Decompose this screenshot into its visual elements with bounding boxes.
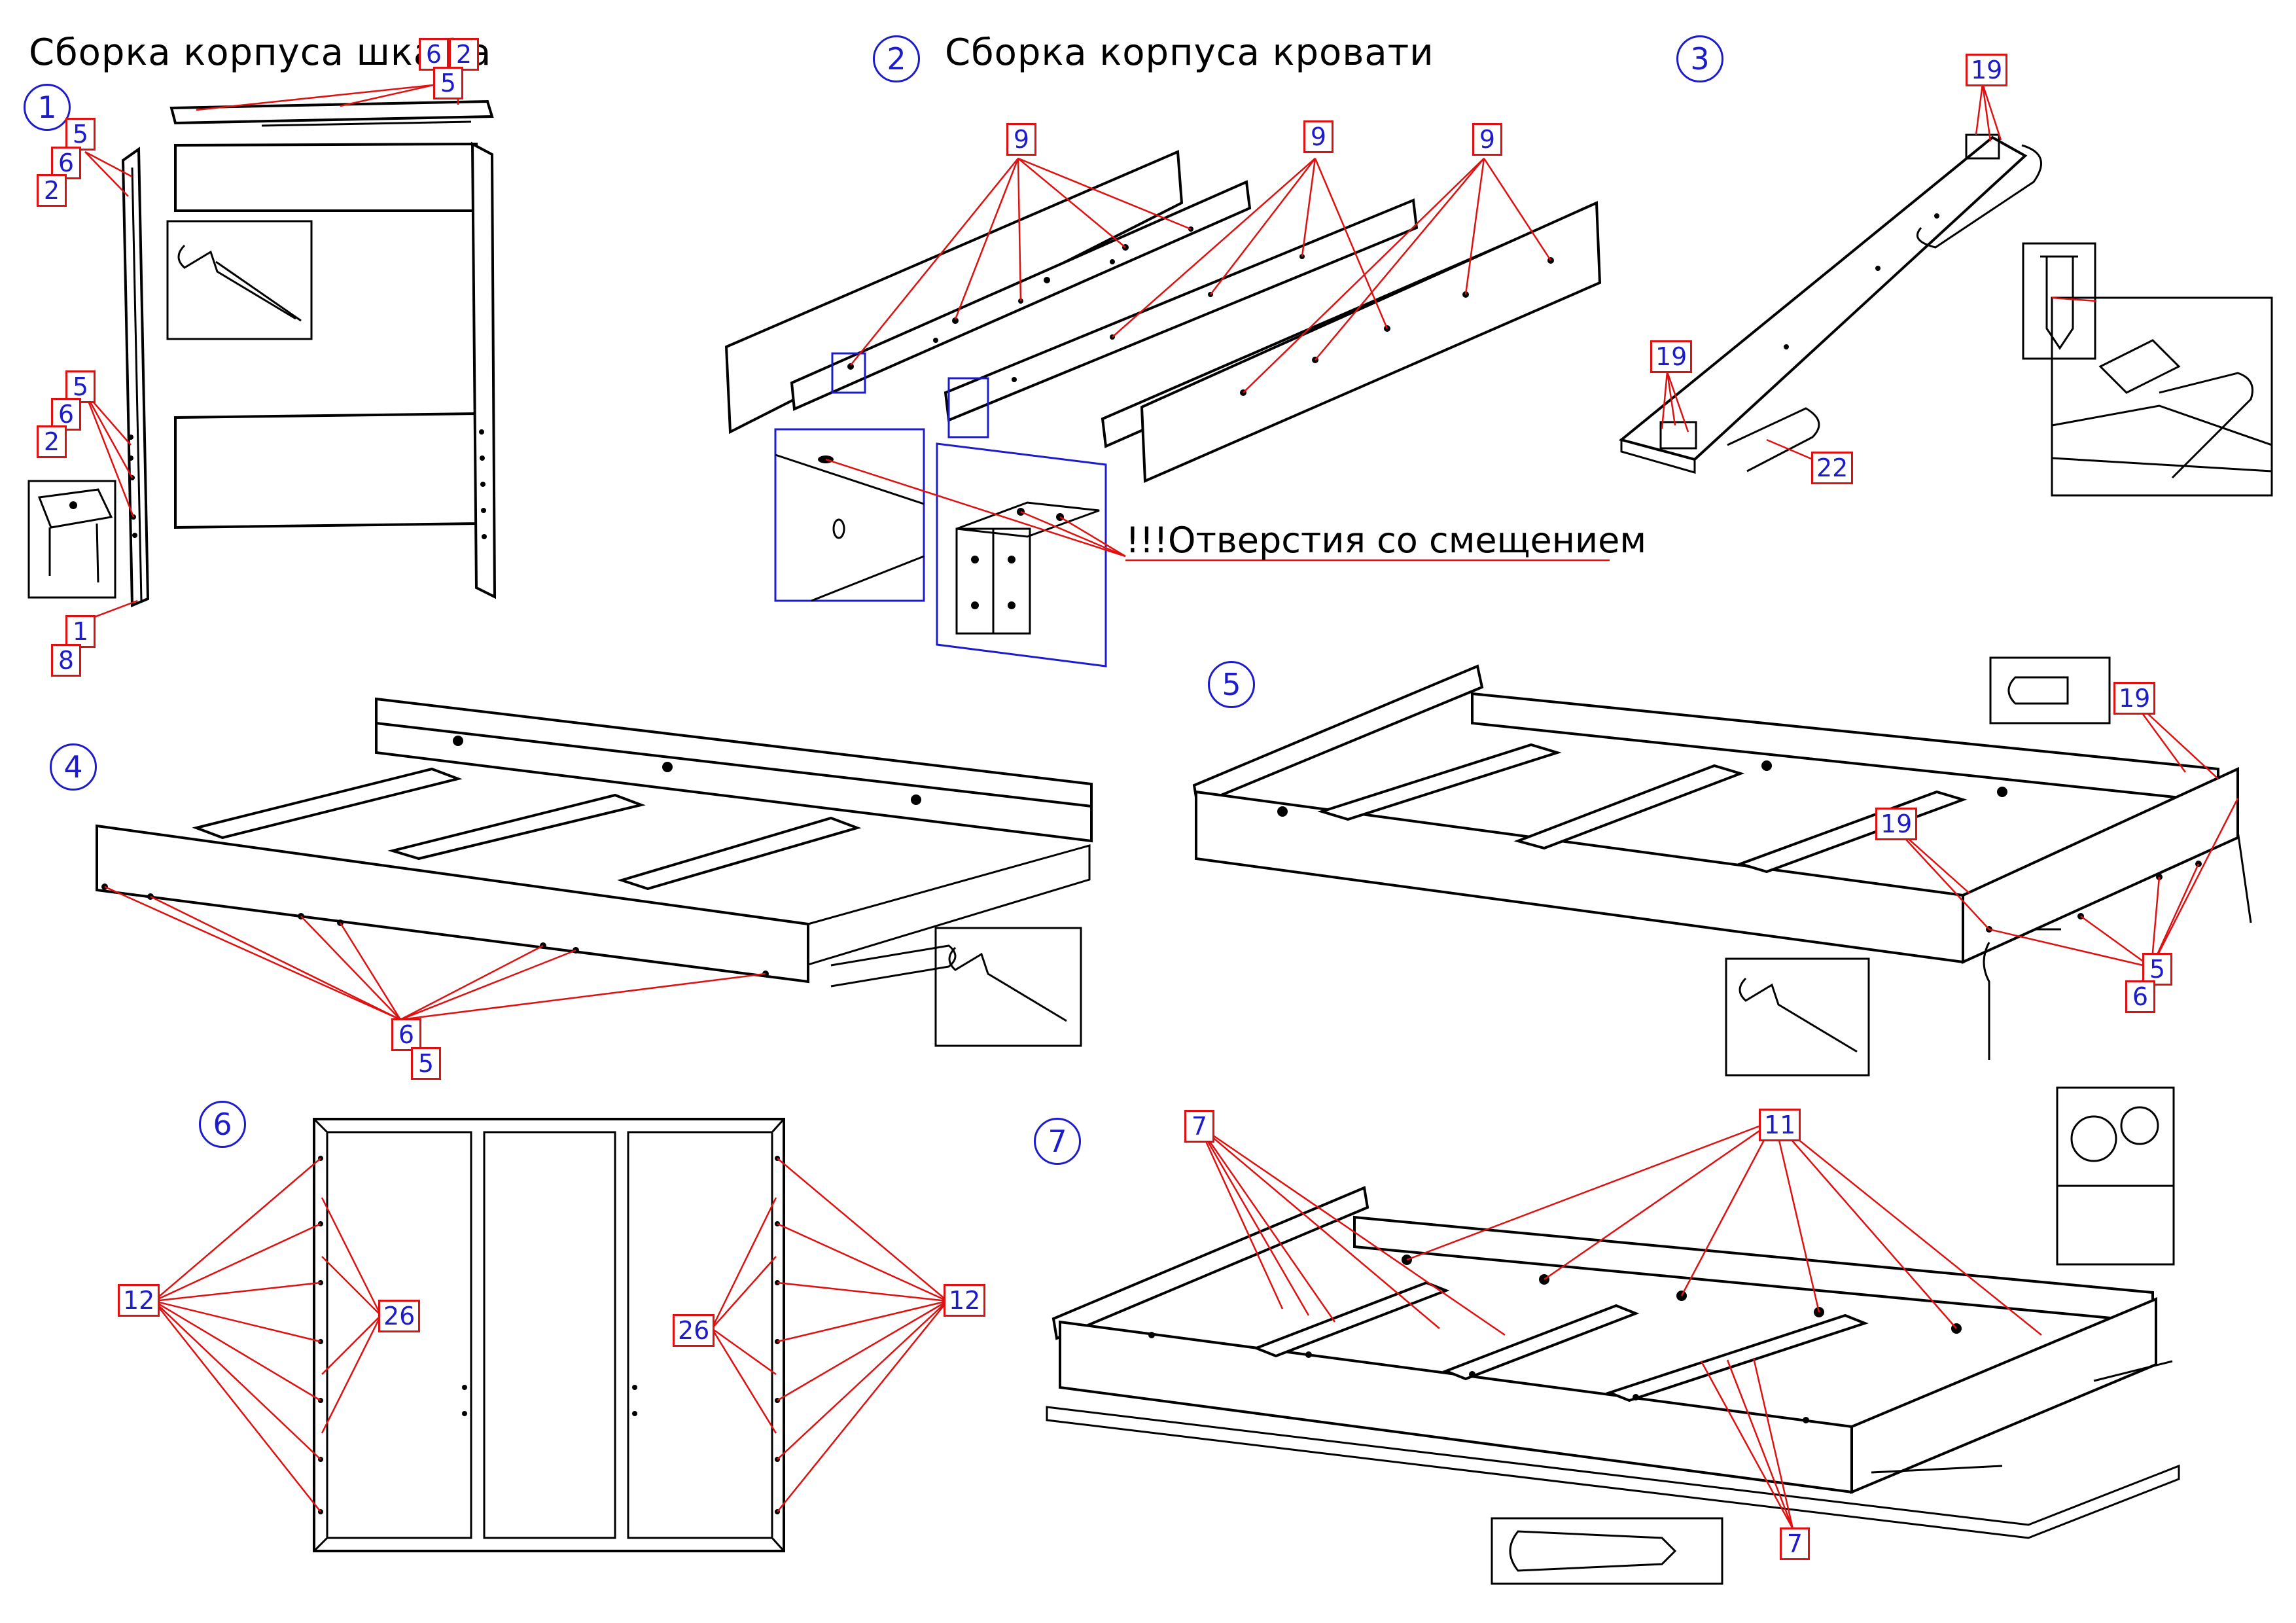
part-tag: 5 — [2142, 953, 2172, 986]
rail-5 — [1140, 200, 1602, 483]
step-1-number: 1 — [24, 84, 71, 131]
part-tag: 19 — [1875, 808, 1918, 840]
part-tag: 5 — [65, 118, 96, 151]
part-tag: 9 — [1303, 120, 1333, 153]
part-tag: 8 — [51, 644, 81, 677]
step4-front-rail — [96, 824, 809, 984]
rail-3 — [944, 198, 1419, 422]
wardrobe-assembly-title: Сборка корпуса шкафа — [29, 31, 492, 74]
zoom-inset-left — [774, 428, 925, 602]
part-tag: 2 — [37, 174, 67, 207]
part-tag: 9 — [1006, 123, 1036, 156]
step7-screw-inset — [1491, 1517, 1723, 1585]
step5-drawing — [1192, 656, 2252, 1077]
part-tag: 2 — [449, 38, 479, 71]
top-board — [169, 99, 494, 125]
hex-key-inset — [166, 220, 313, 340]
part-tag: 6 — [391, 1018, 421, 1051]
part-tag: 7 — [1780, 1527, 1810, 1560]
step5-key-inset — [1725, 957, 1870, 1077]
step-5-number: 5 — [1208, 661, 1255, 708]
step3-drawing — [1618, 83, 2273, 497]
part-tag: 5 — [433, 67, 463, 99]
part-tag: 6 — [51, 147, 81, 179]
part-tag: 1 — [65, 615, 96, 648]
step5-back-rail — [1471, 692, 2219, 804]
step7-front-rail — [1059, 1320, 1853, 1494]
offset-holes-warning: !!!Отверстия со смещением — [1125, 520, 1647, 561]
step5-screw-inset — [1989, 656, 2111, 724]
step-2-number: 2 — [873, 35, 920, 82]
part-tag: 22 — [1811, 452, 1854, 484]
bed-assembly-title: Сборка корпуса кровати — [945, 31, 1434, 74]
step7-back-rail — [1353, 1215, 2154, 1324]
part-tag: 7 — [1184, 1110, 1214, 1143]
step3-panel — [1618, 135, 2028, 461]
part-tag: 19 — [1966, 54, 2008, 86]
part-tag: 5 — [411, 1047, 441, 1080]
zoom-inset-right — [936, 442, 1107, 668]
part-tag: 11 — [1759, 1109, 1801, 1141]
step2-drawing — [724, 150, 1610, 668]
step-3-number: 3 — [1676, 35, 1723, 82]
hinge-inset — [2051, 296, 2273, 497]
step-6-number: 6 — [199, 1101, 246, 1148]
dowel-inset — [27, 480, 116, 599]
step6-drawing — [153, 1118, 948, 1552]
step4-drawing — [96, 697, 1093, 1047]
part-tag: 2 — [37, 425, 67, 458]
step-4-number: 4 — [50, 743, 97, 791]
slat-1 — [192, 767, 463, 840]
part-tag: 19 — [2113, 682, 2156, 715]
cam-inset-2 — [2056, 1185, 2175, 1266]
part-tag: 26 — [673, 1314, 715, 1347]
screw-inset — [2022, 242, 2096, 360]
lower-shelf-panel — [174, 412, 478, 529]
part-tag: 6 — [2125, 980, 2155, 1013]
part-tag: 19 — [1650, 340, 1693, 373]
upper-shelf-panel — [174, 142, 478, 212]
part-tag: 26 — [378, 1300, 421, 1332]
part-tag: 9 — [1472, 123, 1502, 156]
part-tag: 6 — [419, 38, 449, 71]
right-side-panel — [470, 141, 497, 599]
step-7-number: 7 — [1034, 1118, 1081, 1165]
step1-drawing — [27, 84, 497, 624]
part-tag: 12 — [118, 1284, 160, 1317]
step7-side — [1051, 1186, 1369, 1340]
step7-drawing — [1046, 1086, 2180, 1585]
part-tag: 12 — [944, 1284, 986, 1317]
step4-key-inset — [934, 927, 1082, 1047]
